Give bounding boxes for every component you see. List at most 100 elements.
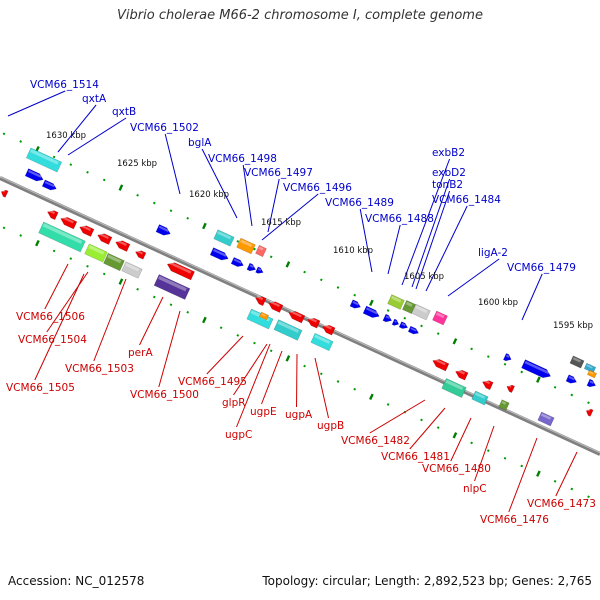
- gene-feature: [455, 369, 469, 381]
- gene-feature: [362, 305, 380, 318]
- reverse-gene-label-nlpc[interactable]: nlpC: [463, 483, 487, 495]
- reverse-gene-label-vcm66-1473[interactable]: VCM66_1473: [527, 498, 596, 510]
- minor-tick: [86, 170, 89, 174]
- kbp-position-label: 1610 kbp: [333, 246, 373, 256]
- gene-feature: [503, 353, 512, 362]
- minor-tick: [136, 287, 139, 291]
- minor-tick: [386, 309, 390, 312]
- forward-gene-label-vcm66-1497[interactable]: VCM66_1497: [244, 167, 313, 179]
- label-leader-line: [359, 208, 373, 273]
- forward-gene-label-qxtb[interactable]: qxtB: [112, 106, 136, 118]
- forward-gene-label-vcm66-1489[interactable]: VCM66_1489: [325, 197, 394, 209]
- label-leader-line: [67, 117, 127, 156]
- label-leader-line: [46, 271, 89, 333]
- reverse-gene-label-vcm66-1495[interactable]: VCM66_1495: [178, 376, 247, 388]
- minor-tick: [503, 362, 507, 366]
- gene-feature: [41, 179, 57, 191]
- gene-feature: [155, 224, 171, 236]
- forward-gene-label-vcm66-1502[interactable]: VCM66_1502: [130, 122, 199, 134]
- reverse-gene-label-ugpb[interactable]: ugpB: [317, 420, 344, 432]
- gene-feature: [586, 378, 597, 388]
- minor-tick: [2, 132, 6, 136]
- label-leader-line: [409, 407, 446, 450]
- minor-tick: [386, 403, 390, 406]
- reverse-gene-label-ugpc[interactable]: ugpC: [225, 429, 252, 441]
- forward-gene-label-vcm66-1496[interactable]: VCM66_1496: [283, 182, 352, 194]
- minor-tick: [186, 310, 190, 314]
- major-tick: [369, 393, 374, 401]
- minor-tick: [152, 201, 156, 205]
- reverse-gene-label-vcm66-1506[interactable]: VCM66_1506: [16, 311, 85, 323]
- forward-gene-label-vcm66-1484[interactable]: VCM66_1484: [432, 194, 501, 206]
- major-tick: [536, 376, 541, 383]
- minor-tick: [102, 178, 106, 182]
- reverse-gene-label-vcm66-1482[interactable]: VCM66_1482: [341, 435, 410, 447]
- forward-gene-label-liga-2[interactable]: ligA-2: [478, 247, 508, 259]
- gene-feature: [166, 261, 195, 281]
- label-leader-line: [411, 178, 451, 288]
- gene-feature: [322, 324, 336, 336]
- gene-feature: [236, 237, 256, 255]
- minor-tick: [436, 332, 440, 335]
- reverse-gene-label-vcm66-1500[interactable]: VCM66_1500: [130, 389, 199, 401]
- gene-feature: [246, 262, 257, 272]
- reverse-gene-label-glpr[interactable]: glpR: [222, 397, 246, 409]
- forward-gene-label-vcm66-1488[interactable]: VCM66_1488: [365, 213, 434, 225]
- reverse-gene-label-vcm66-1480[interactable]: VCM66_1480: [422, 463, 491, 475]
- minor-tick: [587, 495, 590, 499]
- forward-gene-label-vcm66-1514[interactable]: VCM66_1514: [30, 79, 99, 91]
- label-leader-line: [44, 263, 69, 310]
- gene-feature: [60, 216, 78, 230]
- major-tick: [118, 278, 124, 285]
- reverse-gene-label-vcm66-1476[interactable]: VCM66_1476: [480, 514, 549, 526]
- label-leader-line: [242, 164, 253, 227]
- gene-feature: [213, 229, 235, 247]
- minor-tick: [353, 387, 357, 391]
- forward-gene-label-exbb2[interactable]: exbB2: [432, 147, 465, 159]
- forward-gene-label-vcm66-1479[interactable]: VCM66_1479: [507, 262, 576, 274]
- gene-feature: [586, 369, 598, 379]
- gene-feature: [498, 399, 510, 411]
- reverse-gene-label-ugpa[interactable]: ugpA: [285, 409, 313, 421]
- label-leaders-layer: [7, 90, 578, 513]
- forward-gene-label-bgla[interactable]: bglA: [188, 137, 212, 149]
- reverse-gene-label-vcm66-1505[interactable]: VCM66_1505: [6, 382, 75, 394]
- gene-feature: [398, 321, 409, 329]
- major-tick: [536, 470, 541, 477]
- reverse-gene-label-vcm66-1481[interactable]: VCM66_1481: [381, 451, 450, 463]
- major-tick: [369, 299, 374, 307]
- reverse-gene-label-ugpe[interactable]: ugpE: [250, 406, 277, 418]
- major-tick: [285, 355, 291, 362]
- minor-tick: [152, 295, 156, 299]
- label-leader-line: [139, 296, 164, 346]
- minor-tick: [319, 372, 323, 376]
- gene-feature: [441, 378, 467, 398]
- gene-feature: [565, 374, 577, 384]
- minor-tick: [136, 193, 139, 197]
- genome-summary-text: Topology: circular; Length: 2,892,523 bp…: [262, 574, 592, 588]
- minor-tick: [19, 140, 23, 143]
- minor-tick: [420, 418, 423, 422]
- label-leader-line: [267, 178, 280, 233]
- reverse-gene-label-vcm66-1503[interactable]: VCM66_1503: [65, 363, 134, 375]
- gene-labels-layer: VCM66_1514 qxtA qxtB VCM66_1502 bglA VCM66_14…: [6, 79, 596, 526]
- label-leader-line: [415, 190, 451, 290]
- gene-feature: [382, 313, 393, 323]
- forward-gene-label-vcm66-1498[interactable]: VCM66_1498: [208, 153, 277, 165]
- kbp-position-label: 1595 kbp: [553, 321, 593, 331]
- reverse-gene-label-pera[interactable]: perA: [128, 347, 153, 359]
- reverse-gene-label-vcm66-1504[interactable]: VCM66_1504: [18, 334, 87, 346]
- forward-gene-label-exbd2[interactable]: exbD2: [432, 167, 466, 179]
- minor-tick: [52, 249, 56, 253]
- kbp-position-label: 1605 kbp: [404, 272, 444, 282]
- gene-feature: [97, 232, 113, 245]
- kbp-position-label: 1600 kbp: [478, 298, 518, 308]
- gene-feature: [135, 250, 147, 260]
- gene-feature: [0, 189, 9, 198]
- gene-feature: [387, 294, 405, 310]
- forward-gene-label-tonb2[interactable]: tonB2: [432, 179, 463, 191]
- forward-gene-label-qxta[interactable]: qxtA: [82, 93, 107, 105]
- label-leader-line: [233, 343, 268, 396]
- gene-feature: [402, 300, 416, 314]
